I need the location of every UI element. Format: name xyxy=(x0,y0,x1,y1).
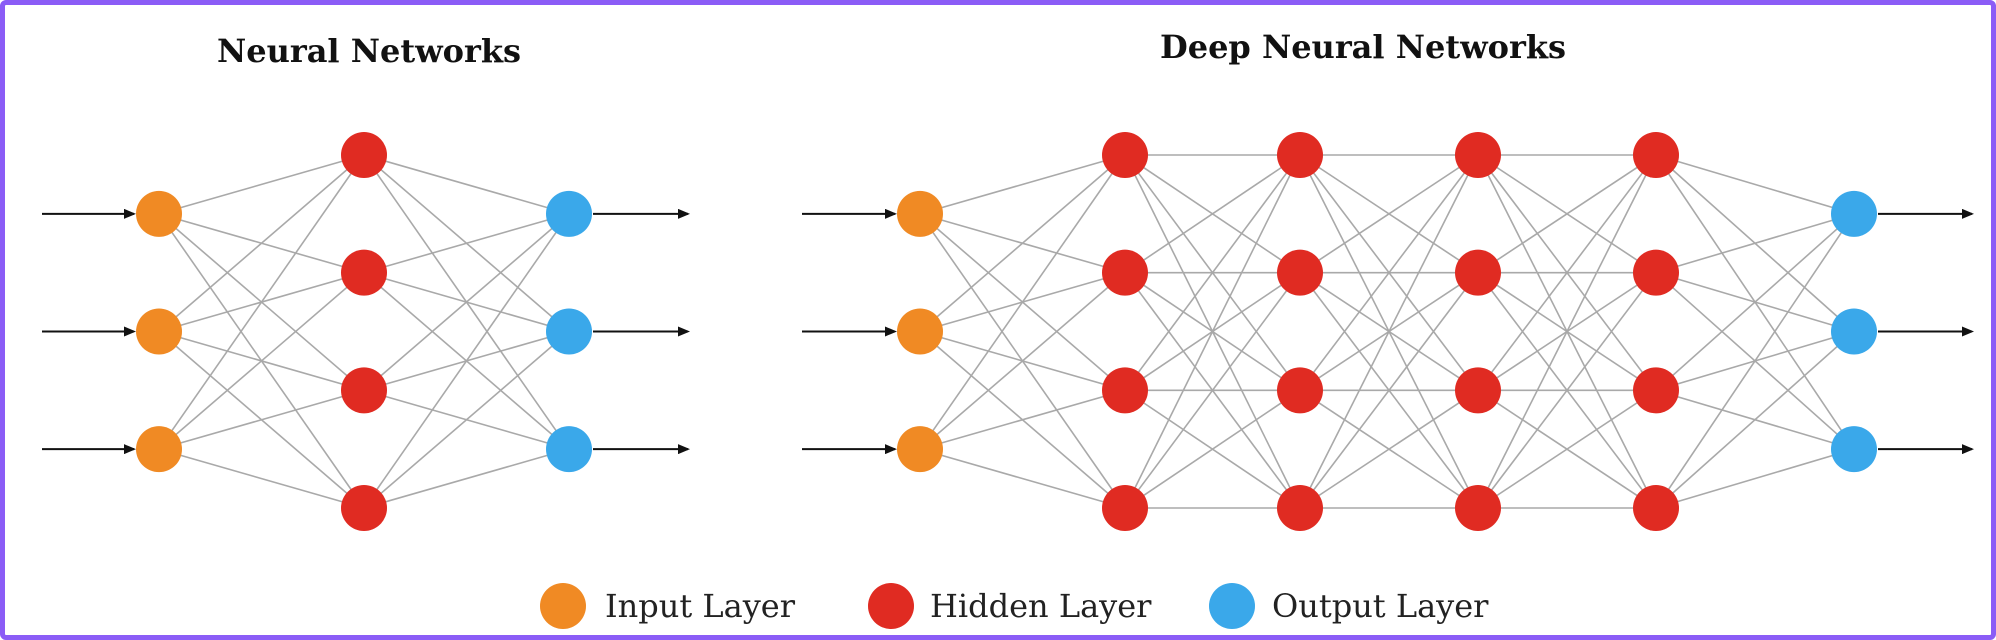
nn-edge-l1-3-0 xyxy=(363,213,570,509)
dnn-hidden-node-l3-2 xyxy=(1455,367,1501,414)
neural-networks-title: Neural Networks xyxy=(217,32,521,70)
dnn-edge-l1-3-1 xyxy=(1124,272,1301,509)
dnn-edge-l3-1-0 xyxy=(1477,154,1657,274)
dnn-hidden-node-l1-0 xyxy=(1102,132,1148,178)
dnn-input-node-l0-2 xyxy=(897,426,943,473)
legend-output-swatch xyxy=(1209,583,1255,629)
nn-edge-l0-2-2 xyxy=(158,389,365,450)
nn-edge-l0-2-0 xyxy=(158,154,365,450)
nn-edge-l1-2-0 xyxy=(363,213,570,391)
dnn-hidden-node-l3-0 xyxy=(1455,132,1501,178)
dnn-edge-l1-2-0 xyxy=(1124,154,1301,391)
dnn-edge-l4-3-1 xyxy=(1655,330,1855,509)
nn-edge-l0-2-1 xyxy=(158,272,365,450)
dnn-output-node-l5-1 xyxy=(1831,308,1877,355)
deep-neural-networks-title: Deep Neural Networks xyxy=(1160,28,1566,66)
nn-hidden-node-l1-0 xyxy=(341,132,387,178)
dnn-hidden-node-l1-3 xyxy=(1102,485,1148,531)
dnn-output-node-l5-0 xyxy=(1831,190,1877,237)
dnn-hidden-node-l4-0 xyxy=(1633,132,1679,178)
nn-connections xyxy=(158,154,570,509)
dnn-edge-l3-2-0 xyxy=(1477,154,1657,391)
legend-output-label: Output Layer xyxy=(1272,587,1489,625)
nn-nodes xyxy=(136,132,592,531)
dnn-edge-l0-2-2 xyxy=(919,389,1126,450)
legend: Input Layer Hidden Layer Output Layer xyxy=(540,583,1489,629)
nn-edge-l1-0-0 xyxy=(363,154,570,215)
dnn-edge-l0-2-1 xyxy=(919,272,1126,450)
dnn-edge-l0-2-3 xyxy=(919,448,1126,509)
nn-input-node-l0-2 xyxy=(136,426,182,473)
legend-input-swatch xyxy=(540,583,586,629)
dnn-hidden-node-l1-2 xyxy=(1102,367,1148,414)
dnn-hidden-node-l2-0 xyxy=(1277,132,1323,178)
dnn-edge-l3-3-0 xyxy=(1477,154,1657,509)
nn-io-arrows xyxy=(42,208,690,455)
nn-input-node-l0-1 xyxy=(136,308,182,355)
nn-output-node-l2-1 xyxy=(546,308,592,355)
dnn-hidden-node-l3-3 xyxy=(1455,485,1501,531)
dnn-edge-l4-0-0 xyxy=(1655,154,1855,215)
dnn-edge-l1-3-0 xyxy=(1124,154,1301,509)
dnn-hidden-node-l4-2 xyxy=(1633,367,1679,414)
dnn-edge-l1-3-2 xyxy=(1124,389,1301,509)
dnn-connections xyxy=(919,154,1855,509)
legend-input-label: Input Layer xyxy=(605,587,796,625)
dnn-hidden-node-l2-2 xyxy=(1277,367,1323,414)
dnn-edge-l3-3-1 xyxy=(1477,272,1657,509)
deep-neural-network-diagram xyxy=(802,132,1974,531)
nn-edge-l1-3-2 xyxy=(363,448,570,509)
dnn-edge-l2-2-0 xyxy=(1299,154,1479,391)
dnn-hidden-node-l4-1 xyxy=(1633,249,1679,296)
dnn-hidden-node-l3-1 xyxy=(1455,249,1501,296)
dnn-edge-l0-0-0 xyxy=(919,154,1126,215)
nn-output-node-l2-2 xyxy=(546,426,592,473)
nn-hidden-node-l1-3 xyxy=(341,485,387,531)
dnn-edge-l4-1-0 xyxy=(1655,213,1855,274)
dnn-nodes xyxy=(897,132,1877,531)
dnn-edge-l2-3-1 xyxy=(1299,272,1479,509)
dnn-edge-l1-1-0 xyxy=(1124,154,1301,274)
dnn-edge-l3-3-2 xyxy=(1477,389,1657,509)
dnn-edge-l0-2-0 xyxy=(919,154,1126,450)
dnn-hidden-node-l2-1 xyxy=(1277,249,1323,296)
legend-hidden-swatch xyxy=(868,583,914,629)
dnn-input-node-l0-0 xyxy=(897,190,943,237)
nn-edge-l1-3-1 xyxy=(363,330,570,509)
dnn-edge-l2-1-0 xyxy=(1299,154,1479,274)
nn-input-node-l0-0 xyxy=(136,190,182,237)
dnn-edge-l4-3-2 xyxy=(1655,448,1855,509)
dnn-input-node-l0-1 xyxy=(897,308,943,355)
dnn-hidden-node-l2-3 xyxy=(1277,485,1323,531)
nn-edge-l0-2-3 xyxy=(158,448,365,509)
neural-network-diagram xyxy=(42,132,690,531)
dnn-output-node-l5-2 xyxy=(1831,426,1877,473)
dnn-edge-l4-2-0 xyxy=(1655,213,1855,391)
nn-hidden-node-l1-2 xyxy=(341,367,387,414)
dnn-edge-l0-1-0 xyxy=(919,154,1126,333)
dnn-hidden-node-l1-1 xyxy=(1102,249,1148,296)
dnn-edge-l2-3-2 xyxy=(1299,389,1479,509)
nn-output-node-l2-0 xyxy=(546,190,592,237)
dnn-edge-l4-3-0 xyxy=(1655,213,1855,509)
dnn-edge-l2-3-0 xyxy=(1299,154,1479,509)
nn-edge-l1-1-0 xyxy=(363,213,570,274)
nn-edge-l0-0-0 xyxy=(158,154,365,215)
nn-hidden-node-l1-1 xyxy=(341,249,387,296)
nn-edge-l0-1-0 xyxy=(158,154,365,333)
legend-hidden-label: Hidden Layer xyxy=(930,587,1152,625)
dnn-hidden-node-l4-3 xyxy=(1633,485,1679,531)
dnn-io-arrows xyxy=(802,208,1974,455)
